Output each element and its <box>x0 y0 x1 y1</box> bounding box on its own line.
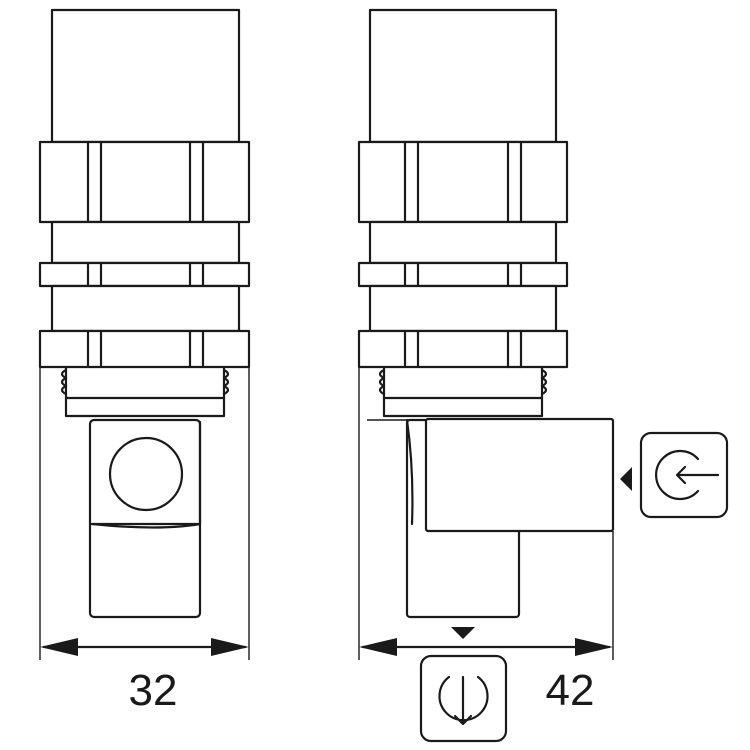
side-sleeve-upper <box>368 220 558 265</box>
front-view: 32 <box>38 8 251 715</box>
side-sleeve-lower <box>368 284 558 333</box>
front-lower-nut <box>38 329 251 369</box>
front-dimension <box>39 367 250 660</box>
front-sleeve-lower <box>50 284 241 333</box>
cable-entry-side-icon <box>639 431 729 519</box>
front-thin-ring <box>38 261 251 288</box>
side-dimension-label: 42 <box>546 666 595 715</box>
output-direction-pointer <box>451 627 475 639</box>
side-connector <box>367 417 615 619</box>
front-upper-nut <box>38 140 251 224</box>
side-upper-nut <box>357 140 569 224</box>
side-lower-nut <box>357 329 569 369</box>
front-thread <box>60 365 230 400</box>
front-top-body <box>50 8 241 144</box>
side-thread <box>378 365 548 400</box>
cable-exit-bottom-icon <box>419 654 508 743</box>
input-direction-pointer <box>620 467 632 491</box>
front-connector <box>88 418 202 619</box>
front-connector-hole <box>108 436 184 512</box>
side-top-body <box>368 8 558 144</box>
front-flange <box>64 396 226 418</box>
side-dimension <box>358 367 614 660</box>
side-connector-head <box>424 417 615 533</box>
front-sleeve-upper <box>50 220 241 265</box>
side-thin-ring <box>357 261 569 288</box>
side-view: 42 <box>357 8 632 715</box>
front-dimension-label: 32 <box>129 666 178 715</box>
side-flange <box>382 396 544 418</box>
